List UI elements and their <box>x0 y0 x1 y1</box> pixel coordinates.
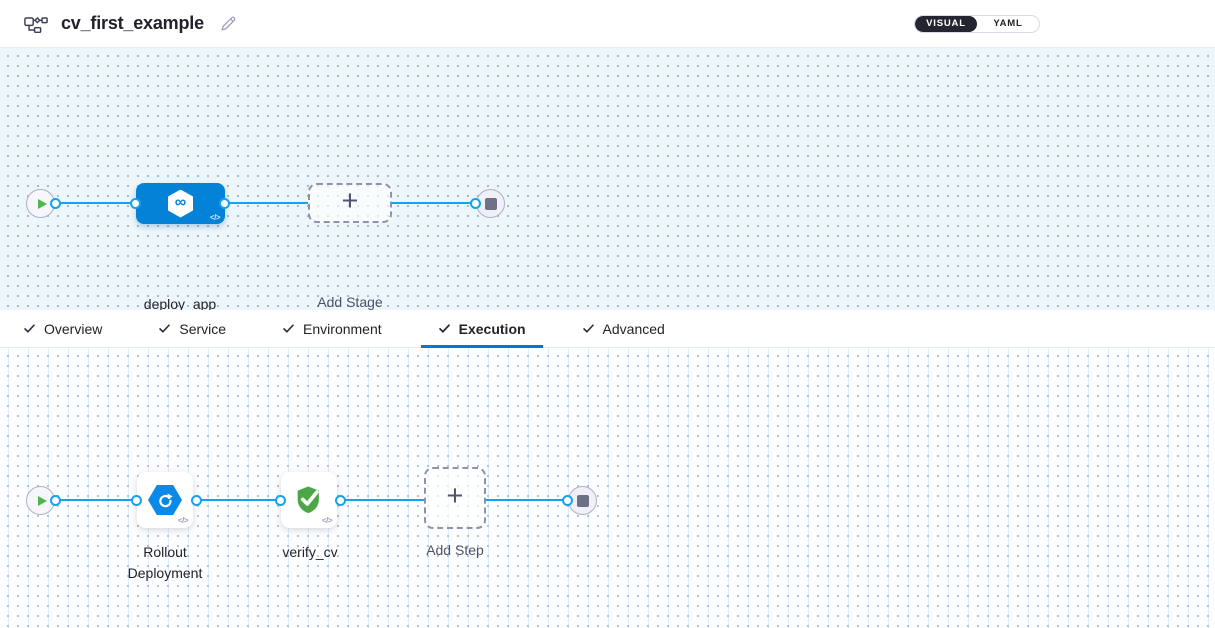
step-label-verify-cv: verify_cv <box>282 544 338 560</box>
port-end-in <box>470 198 481 209</box>
execution-end-node <box>568 486 597 515</box>
port-verify-out <box>335 495 346 506</box>
step-node-rollout-deployment[interactable]: </> <box>137 472 193 528</box>
check-icon <box>24 324 35 333</box>
pipeline-title-group: cv_first_example <box>24 13 239 35</box>
check-icon <box>582 324 594 333</box>
port-start-out <box>50 495 61 506</box>
visual-toggle-button[interactable]: VISUAL <box>915 15 977 32</box>
edge-rollout-to-verify <box>197 499 280 501</box>
edge-verify-to-add <box>341 499 424 501</box>
port-stage-out <box>219 198 230 209</box>
shield-check-icon <box>297 486 319 514</box>
check-icon <box>159 324 171 333</box>
port-stage-in <box>130 198 141 209</box>
edge-start-to-stage <box>55 202 136 204</box>
rollout-deployment-icon <box>148 485 182 515</box>
plus-icon: + <box>341 185 359 217</box>
edge-start-to-rollout <box>55 499 137 501</box>
tab-advanced[interactable]: Advanced <box>565 310 682 347</box>
stage-graph-canvas[interactable]: ∞ </> + deploy_app Add Stage <box>0 48 1215 310</box>
step-label-rollout: Rollout Deployment <box>127 544 203 581</box>
port-rollout-out <box>191 495 202 506</box>
port-start-out <box>50 198 61 209</box>
check-icon <box>283 324 294 333</box>
tab-label: Environment <box>303 320 382 337</box>
port-verify-in <box>275 495 286 506</box>
plus-icon: + <box>446 480 464 512</box>
pipeline-graph-icon <box>24 16 48 33</box>
tab-service[interactable]: Service <box>141 310 243 347</box>
play-icon <box>37 495 47 506</box>
pipeline-header: cv_first_example VISUAL YAML <box>0 0 1215 48</box>
tab-overview[interactable]: Overview <box>6 310 119 347</box>
play-icon <box>37 198 47 209</box>
stage-label: deploy_app <box>143 296 217 310</box>
add-step-label: Add Step <box>426 542 484 558</box>
check-icon <box>438 324 450 334</box>
stop-icon <box>576 494 589 507</box>
code-icon: </> <box>177 516 189 525</box>
edge-stage-to-add <box>225 202 308 204</box>
add-step-button[interactable]: + <box>424 467 486 529</box>
add-stage-button[interactable]: + <box>308 183 392 223</box>
code-icon: </> <box>209 213 221 222</box>
stop-icon <box>484 197 497 210</box>
execution-graph-canvas[interactable]: </> </> + Rollout Deployment verify_cv A… <box>0 348 1215 628</box>
add-stage-label: Add Stage <box>317 294 383 310</box>
edit-pencil-icon[interactable] <box>217 13 239 35</box>
stage-node-deploy-app[interactable]: ∞ </> <box>136 183 225 224</box>
tab-environment[interactable]: Environment <box>265 310 399 347</box>
tab-execution[interactable]: Execution <box>420 310 543 348</box>
yaml-toggle-button[interactable]: YAML <box>977 16 1039 32</box>
port-end-in <box>562 495 573 506</box>
tab-label: Advanced <box>602 320 665 337</box>
page-title: cv_first_example <box>61 13 204 33</box>
port-rollout-in <box>131 495 142 506</box>
view-toggle: VISUAL YAML <box>914 14 1040 33</box>
cd-hexagon-infinity-icon: ∞ <box>168 189 193 218</box>
stage-config-tabs: Overview Service Environment Execution A… <box>0 310 1215 348</box>
edge-add-to-end <box>486 499 568 501</box>
tab-label: Execution <box>458 320 526 337</box>
tab-label: Overview <box>44 320 103 337</box>
infinity-glyph: ∞ <box>174 193 187 211</box>
step-node-verify-cv[interactable]: </> <box>281 472 337 528</box>
edge-add-to-end <box>392 202 476 204</box>
code-icon: </> <box>321 516 333 525</box>
tab-label: Service <box>179 320 227 337</box>
